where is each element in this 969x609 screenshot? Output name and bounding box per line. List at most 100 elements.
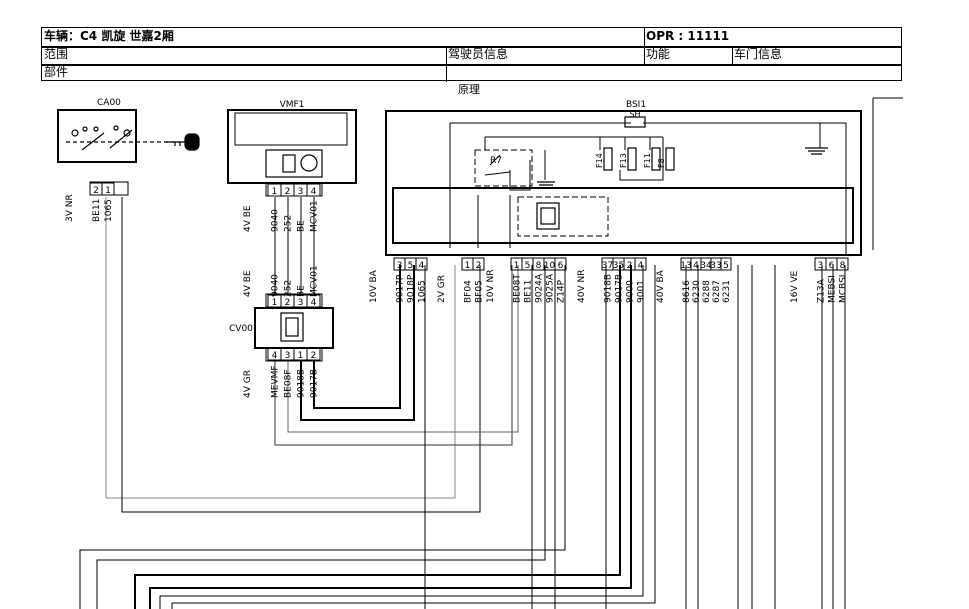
cv00-bottom-connector-spec: 4V GR [243, 370, 253, 398]
ca00-connector-pin: 1 [105, 186, 111, 196]
bsi-connector-3-wire: Z14P [557, 279, 567, 303]
component-label-cv00: CV00 [229, 324, 253, 334]
bsi-connector-5-pin: 13 [680, 261, 691, 271]
bsi-connector-6-wire: Z13A [817, 278, 827, 303]
bsi-connector-4-wire: 9001 [637, 280, 647, 303]
vmf1-connector-wire: BE [297, 220, 307, 232]
bsi-connector-3-pin: 10 [544, 261, 556, 271]
bsi-connector-2-wire: BF04 [464, 280, 474, 303]
bsi-connector-5-pin: 4 [693, 261, 699, 271]
ca00-connector-wire: 1065 [104, 199, 114, 222]
bsi-connector-2-wire: BF05 [475, 280, 485, 303]
bsi-connector-4-spec: 40V NR [577, 270, 587, 303]
driver-info-cell: 驾驶员信息 [448, 47, 509, 61]
bsi-connector-3-wire: BE11 [524, 280, 534, 303]
component-label-f11: F11 [643, 153, 652, 168]
ca00-box [57, 109, 137, 163]
bsi-connector-4-wire: 9017B [615, 274, 625, 303]
vehicle-cell: 车辆：C4 凯旋 世嘉2厢 [44, 29, 174, 43]
bsi-connector-5-pin: 33 [710, 261, 721, 271]
bsi-connector-1-wire: 9017P [396, 274, 406, 303]
bsi-connector-5-pin: 34 [700, 261, 712, 271]
bsi-connector-4-pin: 37 [602, 261, 613, 271]
bsi-connector-1-pin: 5 [408, 261, 414, 271]
bsi-connector-6-pin: 6 [829, 261, 835, 271]
bsi-connector-5-wire: 6287 [712, 280, 722, 303]
component-label-bsi1: BSI1 [626, 100, 646, 110]
bsi-connector-1-pin-box [393, 257, 428, 271]
bsi-connector-1-spec: 10V BA [369, 269, 379, 303]
bsi-connector-3-pin: 8 [536, 261, 542, 271]
bsi-connector-5-pin-box [680, 257, 732, 271]
bsi-connector-6-spec: 16V VE [790, 270, 800, 303]
bsi-connector-3-pin: 5 [525, 261, 531, 271]
ca00-connector-wire: BE11 [92, 199, 102, 222]
bsi-connector-5-wire: 6230 [692, 280, 702, 303]
cv00-bottom-connector-pin: 1 [298, 351, 304, 361]
bsi-connector-3-wire: BE08T [513, 274, 523, 303]
cv00-bottom-connector-wire: MEVMF [271, 365, 281, 398]
bsi-connector-2-spec: 2V GR [437, 275, 447, 303]
bsi-connector-6-wire: MEBSI [828, 275, 838, 303]
bsi-connector-3-wire: 9024A [535, 273, 545, 303]
door-info-cell: 车门信息 [734, 47, 783, 61]
ca00-connector-pin: 2 [93, 186, 99, 196]
header-row-1: 车辆：C4 凯旋 世嘉2厢 OPR : 11111 [42, 28, 901, 48]
bsi-connector-5-wire: 8616 [682, 280, 692, 303]
bsi-connector-3-wire: 9025A [546, 273, 556, 303]
shunt-icon [624, 116, 646, 128]
header-row-3: 部件 [42, 64, 901, 82]
vmf1-connector-wire: 252 [284, 215, 294, 232]
component-label-r7: R7 [490, 156, 502, 166]
cv00-top-connector-pin: 4 [311, 298, 317, 308]
component-label-f8: F8 [657, 158, 666, 168]
bsi-connector-4-wire: 9000 [626, 280, 636, 303]
diagram-title: 原理 [458, 83, 480, 96]
bsi-connector-1-pin: 4 [419, 261, 425, 271]
vmf1-connector-wire: 9040 [271, 209, 281, 232]
cv00-top-connector-wire: 9040 [271, 274, 281, 297]
cv00-top-connector-pin: 3 [298, 298, 304, 308]
function-label: 功能 [646, 47, 671, 61]
component-label-sh: SH [629, 110, 640, 119]
bsi-connector-6-pin-box [814, 257, 849, 271]
vmf1-connector-pin: 3 [298, 187, 304, 197]
bsi-connector-3-pin: 6 [558, 261, 564, 271]
header-table: 车辆：C4 凯旋 世嘉2厢 OPR : 11111 范围 驾驶员信息 功能 车门… [41, 27, 902, 82]
bsi-connector-6-wire: MCBSI [839, 275, 849, 303]
vmf1-connector-pin: 2 [285, 187, 291, 197]
cv00-top-connector-pin: 2 [285, 298, 291, 308]
bsi-connector-4-pin: 35 [613, 261, 624, 271]
bsi-connector-3-pin: 1 [514, 261, 520, 271]
cv00-top-connector-wire: MCV01 [310, 265, 320, 297]
bsi-connector-1-wire: 1065 [418, 280, 428, 303]
component-label-ca00: CA00 [97, 98, 121, 108]
bsi-connector-4-pin: 2 [627, 261, 633, 271]
cv00-bottom-connector-pin: 4 [272, 351, 278, 361]
vmf1-connector-spec: 4V BE [243, 205, 253, 232]
cv00-top-connector-wire: 252 [284, 280, 294, 297]
header-row-2: 范围 驾驶员信息 功能 车门信息 [42, 46, 901, 66]
vmf1-connector-pin: 4 [311, 187, 317, 197]
cv00-bottom-connector-pin: 2 [311, 351, 317, 361]
cv00-top-connector-wire: BE [297, 285, 307, 297]
bsi-connector-2-pin: 2 [476, 261, 482, 271]
cv00-top-connector-pin: 1 [272, 298, 278, 308]
vmf1-connector-pin: 1 [272, 187, 278, 197]
component-label-f14: F14 [595, 153, 604, 168]
cv00-bottom-connector-pin: 3 [285, 351, 291, 361]
parts-label: 部件 [44, 65, 69, 79]
scope-label: 范围 [44, 47, 69, 61]
bsi-connector-1-pin: 3 [397, 261, 403, 271]
bsi-connector-6-pin: 3 [818, 261, 824, 271]
ca00-connector-spec: 3V NR [65, 194, 75, 222]
ground-icon [537, 147, 828, 189]
bsi-connector-3-spec: 10V NR [486, 270, 496, 303]
bsi-connector-6-pin: 8 [840, 261, 846, 271]
bsi-connector-3-pin-box [510, 257, 567, 271]
vmf1-connector-wire: MCV01 [310, 200, 320, 232]
bsi-connector-2-pin: 1 [465, 261, 471, 271]
cv00-bottom-connector-wire: 9018B [297, 369, 307, 398]
bsi1-box [385, 110, 862, 256]
